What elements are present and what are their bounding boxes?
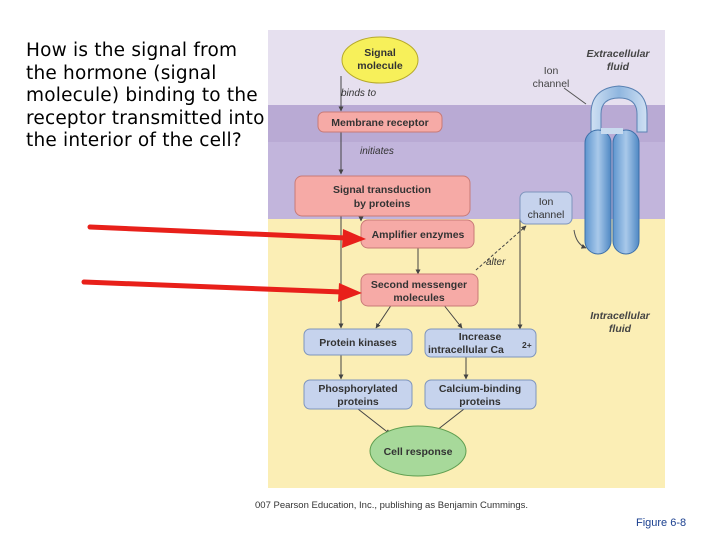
svg-text:Increase: Increase [459, 331, 502, 343]
phosphorylated-proteins-node: Phosphorylated proteins [303, 379, 413, 410]
ion-channel-box: Ion channel [519, 191, 573, 225]
question-text: How is the signal from the hormone (sign… [26, 40, 265, 151]
membrane-receptor-node: Membrane receptor [317, 111, 443, 133]
signal-molecule-node: Signal molecule [341, 36, 419, 84]
figure-label: Figure 6-8 [636, 517, 687, 529]
svg-text:Extracellular: Extracellular [586, 48, 650, 60]
svg-text:fluid: fluid [607, 61, 630, 73]
svg-text:Ion: Ion [544, 65, 559, 77]
svg-text:Signal transduction: Signal transduction [333, 184, 431, 196]
binds-to-label: binds to [341, 88, 376, 99]
svg-text:channel: channel [528, 209, 565, 221]
svg-text:molecules: molecules [393, 292, 445, 304]
cell-response-node: Cell response [369, 425, 467, 477]
amplifier-enzymes-node: Amplifier enzymes [360, 219, 475, 249]
extracellular-region [268, 30, 665, 105]
svg-text:Signal: Signal [364, 47, 396, 59]
ion-channel-protein [584, 85, 648, 255]
intracellular-fluid-label: Intracellular fluid [590, 310, 650, 335]
increase-calcium-node: Increase intracellular Ca 2+ [424, 328, 537, 358]
svg-text:proteins: proteins [337, 396, 379, 408]
initiates-label: initiates [360, 146, 394, 157]
signal-transduction-node: Signal transduction by proteins [294, 175, 471, 217]
svg-text:Intracellular: Intracellular [590, 310, 650, 322]
svg-text:channel: channel [533, 78, 570, 90]
svg-text:Protein kinases: Protein kinases [319, 337, 397, 349]
svg-text:proteins: proteins [459, 396, 501, 408]
copyright-notice: 007 Pearson Education, Inc., publishing … [255, 500, 529, 511]
ion-channel-top-label: Ion channel [533, 65, 570, 90]
protein-kinases-node: Protein kinases [303, 328, 413, 356]
svg-text:Amplifier enzymes: Amplifier enzymes [372, 229, 465, 241]
svg-text:intracellular Ca: intracellular Ca [428, 344, 504, 356]
second-messenger-node: Second messenger molecules [360, 273, 479, 307]
svg-text:molecule: molecule [357, 60, 403, 72]
svg-text:Membrane receptor: Membrane receptor [331, 117, 428, 129]
arrow-to-amplifier-enzymes [87, 224, 366, 248]
calcium-binding-proteins-node: Calcium-binding proteins [424, 379, 537, 410]
extracellular-fluid-label: Extracellular fluid [586, 48, 650, 73]
svg-text:fluid: fluid [609, 323, 632, 335]
svg-text:Phosphorylated: Phosphorylated [318, 383, 397, 395]
svg-text:Cell response: Cell response [384, 446, 453, 458]
svg-text:Calcium-binding: Calcium-binding [439, 383, 521, 395]
svg-text:Ion: Ion [539, 196, 554, 208]
signal-transduction-diagram: Extracellular fluid Intracellular fluid … [268, 30, 665, 488]
svg-text:2+: 2+ [522, 340, 532, 350]
arrow-to-second-messenger [81, 279, 362, 302]
svg-text:by proteins: by proteins [354, 198, 411, 210]
alter-label: alter [486, 257, 506, 268]
svg-text:Second messenger: Second messenger [371, 279, 467, 291]
